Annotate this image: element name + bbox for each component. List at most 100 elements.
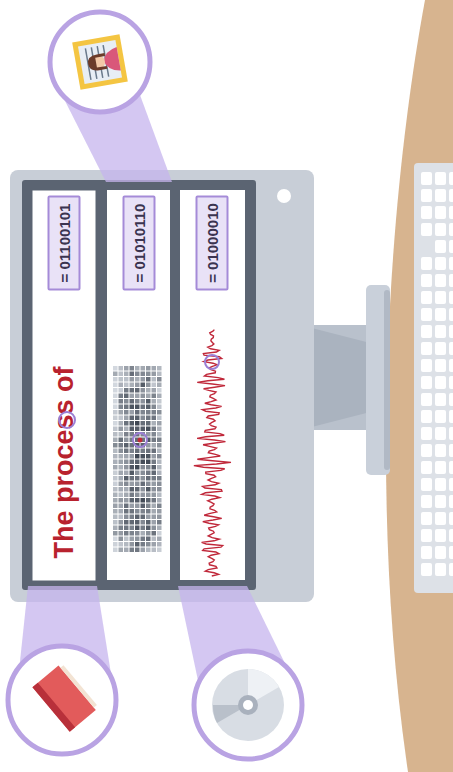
pixel-grid [146,421,151,426]
pixel-grid [113,421,118,426]
pixel-grid [146,399,151,404]
pixel-grid [124,394,129,399]
pixel-grid [135,487,140,492]
pixel-grid [135,410,140,415]
pixel-grid [119,416,124,421]
pixel-grid [157,410,162,415]
pixel-grid [141,537,146,542]
photo-callout [85,48,91,80]
pixel-grid [146,504,151,509]
pixel-grid [113,410,118,415]
pixel-grid [130,509,135,514]
pixel-grid [157,388,162,393]
pixel-grid [119,520,124,525]
pixel-grid [130,520,135,525]
pixel-grid [146,476,151,481]
pixel-grid [146,526,151,531]
keyboard-keys [435,172,446,185]
screen-strips [180,190,245,580]
pixel-grid [135,465,140,470]
pixel-grid [152,542,157,547]
keyboard-keys [421,172,453,576]
pixel-grid [130,542,135,547]
pixel-grid [152,366,157,371]
pixel-grid [135,377,140,382]
pixel-grid [113,405,118,410]
pixel-grid [113,443,118,448]
pixel-grid [152,438,157,443]
marker-rings [205,355,219,369]
pixel-grid [113,383,118,388]
pixel-grid [124,443,129,448]
keyboard-keys [435,444,446,457]
pixel-grid [130,460,135,465]
pixel-grid [152,372,157,377]
pixel-grid [146,405,151,410]
pixel-grid [152,432,157,437]
pixel-grid [124,366,129,371]
pixel-grid [141,504,146,509]
keyboard-keys [435,495,446,508]
pixel-grid [124,498,129,503]
photo-callout [102,47,121,73]
pixel-grid [141,416,146,421]
keyboard-keys [449,325,453,338]
pixel-grid [141,383,146,388]
pixel-grid [130,366,135,371]
keyboard-keys [435,563,446,576]
pixel-grid [113,366,118,371]
pixel-grid [146,443,151,448]
pixel-grid [130,399,135,404]
pixel-grid [113,377,118,382]
pixel-grid [119,394,124,399]
photo-callout [50,12,150,112]
pixel-grid [124,460,129,465]
pixel-grid [141,438,146,443]
pixel-grid [141,520,146,525]
pixel-grid [135,542,140,547]
pixel-grid [119,399,124,404]
pixel-grid [113,504,118,509]
pixel-grid [146,372,151,377]
cd-callout [243,700,253,710]
keyboard-keys [435,461,446,474]
keyboard-keys [421,206,432,219]
pixel-grid [141,443,146,448]
pixel-grid [152,526,157,531]
keyboard-keys [421,359,432,372]
pixel-grid [113,416,118,421]
pixel-grid [113,449,118,454]
pixel-grid [152,531,157,536]
pixel-grid [135,383,140,388]
pixel-grid [119,487,124,492]
pixel-grid [113,394,118,399]
binary-code: = 01010110 [130,203,147,282]
keyboard-keys [449,563,453,576]
pixel-grid [130,394,135,399]
pixel-grid [152,471,157,476]
pixel-grid [130,493,135,498]
keyboard-keys [421,495,432,508]
keyboard-keys [421,529,432,542]
pixel-grid [146,427,151,432]
caption-text: The process of [32,366,95,558]
pixel-grid [135,548,140,553]
pixel-grid [124,531,129,536]
pixel-grid [113,399,118,404]
pixel-grid [135,405,140,410]
screen-layer: The process of= 01100101= 01010110= 0100… [22,180,255,588]
cd-callout [248,669,279,705]
photo-callout [50,12,150,112]
pixel-grid [113,493,118,498]
pixel-grid [119,542,124,547]
keyboard-keys [449,478,453,491]
monitor-body [10,170,314,602]
pixel-grid [146,410,151,415]
monitor-body [10,170,314,602]
pixel-grid [124,388,129,393]
screen-strips [107,190,170,580]
pixel-grid [124,383,129,388]
pixel-grid [119,526,124,531]
pixel-grid [135,449,140,454]
pixel-grid [146,520,151,525]
